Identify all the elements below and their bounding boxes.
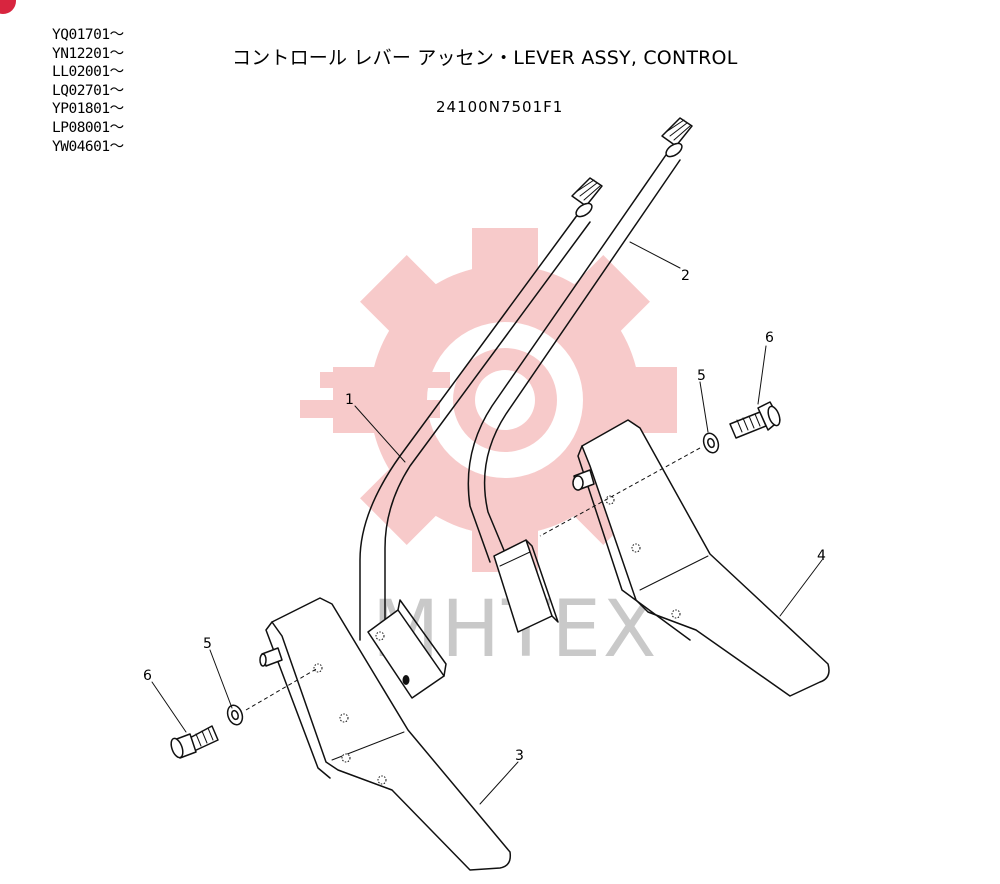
assembly-part-number: 24100N7501F1 (436, 98, 564, 116)
pedal-left (259, 597, 512, 871)
assembly-line-right (539, 447, 701, 537)
washer-right (702, 432, 720, 454)
pedal-right (572, 419, 830, 697)
lever-right (467, 117, 693, 633)
lever-left (359, 177, 603, 699)
serial-number: LP08001～ (52, 119, 124, 136)
callout-1: 1 (345, 392, 354, 408)
callout-5-right: 5 (697, 368, 706, 384)
serial-number-list: YQ01701～ YN12201～ LL02001～ LQ02701～ YP01… (52, 26, 124, 156)
callout-2: 2 (681, 268, 690, 284)
serial-number: YP01801～ (52, 101, 124, 118)
diagram-title: コントロール レバー アッセン・LEVER ASSY, CONTROL (232, 47, 738, 69)
serial-number: LL02001～ (52, 64, 124, 81)
serial-number: YW04601～ (52, 138, 124, 155)
washer-left (226, 704, 244, 726)
bolt-right (729, 401, 781, 439)
callout-6-left: 6 (143, 668, 152, 684)
leader-lines (151, 241, 823, 805)
callout-4: 4 (817, 548, 826, 564)
callout-5-left: 5 (203, 636, 212, 652)
bolt-left (170, 725, 219, 759)
callout-3: 3 (515, 748, 524, 764)
serial-number: YN12201～ (52, 45, 124, 62)
serial-number: LQ02701～ (52, 82, 124, 99)
serial-number: YQ01701～ (52, 27, 124, 43)
callout-6-right: 6 (765, 330, 774, 346)
